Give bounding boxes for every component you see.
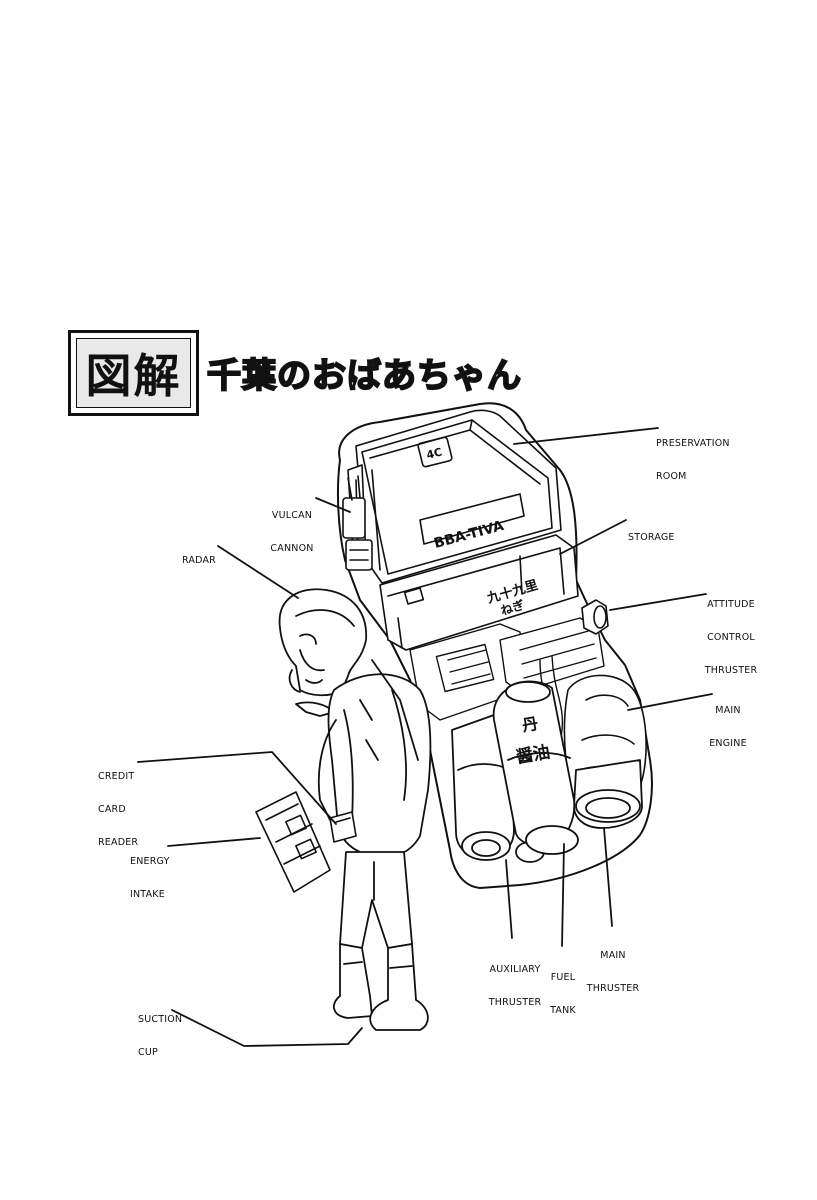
attitude-control-thruster [581, 599, 609, 635]
label-suction-cup-line-2: CUP [138, 1047, 158, 1058]
leader-storage [559, 519, 627, 555]
leader-main-engine [627, 693, 713, 711]
label-storage: STORAGE [628, 510, 675, 565]
title-box: 図解 [68, 330, 199, 416]
leader-energy-intake [167, 837, 261, 847]
leader-credit-card-reader [137, 751, 337, 825]
label-preservation-room: PRESERVATION ROOM [656, 416, 730, 504]
label-attitude-control-line-3: THRUSTER [704, 665, 758, 676]
label-main-engine-line-1: MAIN [715, 705, 741, 716]
label-energy-intake-line-2: INTAKE [130, 889, 165, 900]
label-fuel-tank-line-1: FUEL [550, 972, 576, 983]
label-credit-card-line-3: READER [98, 837, 139, 848]
main-thruster [573, 759, 643, 829]
label-attitude-control-line-2: CONTROL [707, 632, 755, 643]
legs [339, 851, 413, 949]
label-main-engine-line-2: ENGINE [709, 738, 747, 749]
leader-attitude-control [609, 593, 707, 611]
label-energy-intake-line-1: ENERGY [130, 856, 170, 867]
label-fuel-tank: FUEL TANK [546, 950, 580, 1038]
label-suction-cup: SUCTION CUP [138, 992, 182, 1080]
label-vulcan-cannon-line-2: CANNON [270, 543, 314, 554]
label-credit-card-line-2: CARD [98, 804, 126, 815]
vulcan-cannon [342, 475, 373, 571]
label-preservation-room-line-2: ROOM [656, 471, 687, 482]
label-suction-cup-line-1: SUCTION [138, 1014, 183, 1025]
title-box-inner: 図解 [76, 338, 191, 408]
label-storage-line-1: STORAGE [628, 532, 675, 543]
label-radar: RADAR [182, 533, 216, 588]
label-energy-intake: ENERGY INTAKE [130, 834, 170, 922]
label-credit-card-reader: CREDIT CARD READER [98, 749, 138, 870]
leader-preservation-room [513, 427, 659, 445]
tank-text-line-1: 丹 [521, 714, 540, 735]
leader-suction-cup [171, 1009, 363, 1047]
label-vulcan-cannon: VULCAN CANNON [266, 488, 318, 576]
page-title: 図解 [85, 349, 182, 403]
storage-box [379, 534, 579, 651]
label-fuel-tank-line-2: TANK [550, 1005, 576, 1016]
page-subtitle: 千葉のおばあちゃん [206, 355, 522, 397]
energy-intake-bag [255, 791, 331, 893]
label-main-engine: MAIN ENGINE [708, 683, 748, 771]
credit-card-reader [329, 811, 357, 843]
coat [327, 673, 432, 858]
leader-vulcan-cannon [315, 497, 351, 513]
cooler-logo: 4C [425, 446, 443, 462]
leader-radar [217, 545, 299, 599]
label-attitude-control-thruster: ATTITUDE CONTROL THRUSTER [702, 577, 760, 698]
label-attitude-control-line-1: ATTITUDE [707, 599, 755, 610]
label-vulcan-cannon-line-1: VULCAN [271, 510, 313, 521]
leader-auxiliary-thruster [505, 859, 513, 939]
label-auxiliary-thruster-line-1: AUXILIARY [489, 964, 541, 975]
label-preservation-room-line-1: PRESERVATION [656, 438, 730, 449]
head-scarf [278, 588, 367, 697]
label-auxiliary-thruster-line-2: THRUSTER [488, 997, 542, 1008]
grandma-figure [278, 588, 432, 1031]
fuel-tank [492, 680, 579, 855]
storage-text-line-2: ねぎ [499, 597, 526, 618]
leader-fuel-tank [561, 843, 565, 947]
backpack-outline [336, 402, 653, 889]
label-radar-line-1: RADAR [182, 555, 216, 566]
label-main-thruster-line-2: THRUSTER [586, 983, 640, 994]
label-main-thruster-line-1: MAIN [600, 950, 626, 961]
label-main-thruster: MAIN THRUSTER [584, 928, 642, 1016]
label-credit-card-line-1: CREDIT [98, 771, 135, 782]
label-auxiliary-thruster: AUXILIARY THRUSTER [484, 942, 546, 1030]
leader-main-thruster [603, 827, 613, 927]
